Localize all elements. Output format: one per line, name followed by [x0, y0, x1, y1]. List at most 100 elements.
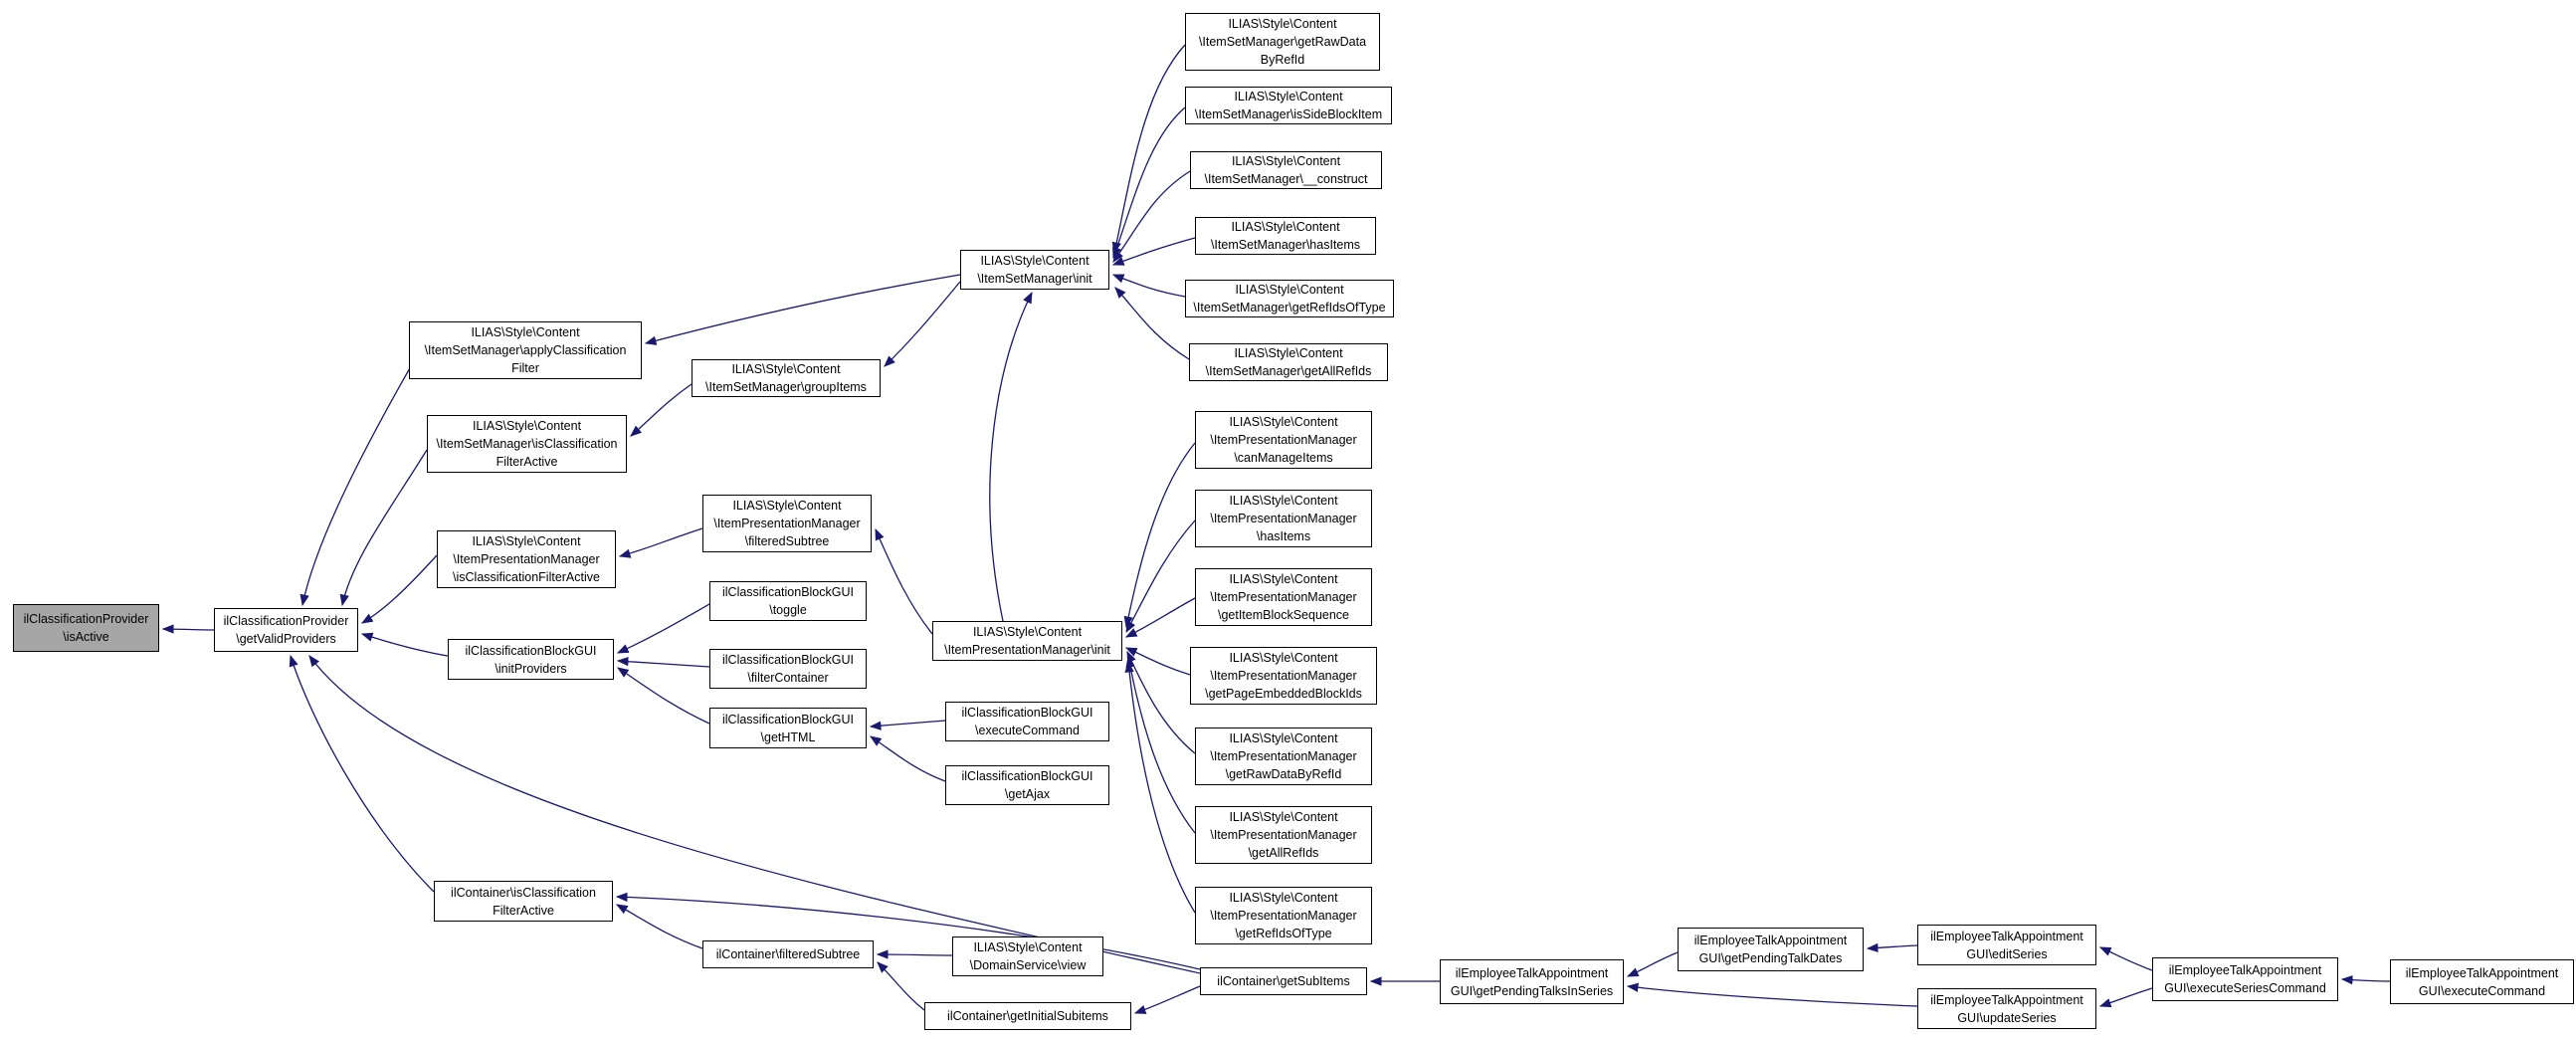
node-label-line: ilEmployeeTalkAppointment [1455, 965, 1609, 980]
node-label-line: Filter [511, 361, 539, 375]
call-edge-ipm-get-page-embedded-block-ids-to-ipm-init [1124, 647, 1191, 676]
node-label-line: ilClassificationBlockGUI [722, 585, 854, 599]
graph-node-ism-get-all-ref-ids[interactable]: ILIAS\Style\Content \ItemSetManager\getAl… [1189, 343, 1388, 381]
call-edge-ism-init-to-ism-group-items [884, 281, 961, 367]
node-label-line: ILIAS\Style\Content [980, 254, 1090, 268]
node-label-line: \hasItems [1256, 529, 1311, 543]
graph-node-ipm-can-manage-items[interactable]: ILIAS\Style\Content\ItemPresentationMana… [1195, 411, 1372, 469]
call-edge-ism-is-side-block-item-to-ism-init [1112, 106, 1186, 260]
node-label-line: \isClassificationFilterActive [453, 570, 600, 584]
graph-node-ism-has-items[interactable]: ILIAS\Style\Content\ItemSetManager\hasIt… [1195, 217, 1376, 255]
node-label-line: GUI\getPendingTalksInSeries [1450, 983, 1614, 998]
graph-node-ism-construct[interactable]: ILIAS\Style\Content\ItemSetManager\__con… [1190, 151, 1382, 189]
graph-node-get-valid-providers[interactable]: ilClassificationProvider\getValidProvide… [214, 608, 358, 652]
graph-node-ipm-has-items[interactable]: ILIAS\Style\Content\ItemPresentationMana… [1195, 490, 1372, 547]
call-edge-ism-apply-classification-filter-to-get-valid-providers [299, 365, 412, 607]
call-edge-ipm-init-to-ism-init [989, 291, 1033, 622]
call-edge-container-get-initial-subitems-to-container-filtered-subtree [877, 961, 925, 1011]
graph-node-container-filtered-subtree[interactable]: ilContainer\filteredSubtree [702, 940, 874, 968]
node-label-line: \ItemSetManager\getRefIdsOfType [1193, 301, 1386, 314]
node-label-line: GUI\getPendingTalkDates [1698, 951, 1843, 965]
node-label-line: \getPageEmbeddedBlockIds [1205, 687, 1362, 701]
node-label-line: ilContainer\getInitialSubitems [947, 1009, 1108, 1023]
node-label-line: ILIAS\Style\Content [472, 534, 581, 548]
graph-node-blockgui-toggle[interactable]: ilClassificationBlockGUI \toggle [709, 581, 867, 621]
node-label-line: \toggle [769, 603, 807, 617]
node-label-line: \isActive [63, 630, 109, 644]
node-label-line: \ItemPresentationManager [1210, 828, 1357, 842]
graph-node-ipm-get-ref-ids-of-type[interactable]: ILIAS\Style\Content \ItemPresentationMana… [1195, 887, 1372, 944]
call-edge-ism-construct-to-ism-init [1112, 170, 1191, 263]
call-edge-blockgui-init-providers-to-get-valid-providers [360, 632, 449, 657]
graph-node-blockgui-init-providers[interactable]: ilClassificationBlockGUI\initProviders [448, 639, 614, 680]
node-label-line: GUI\editSeries [1966, 946, 2048, 961]
graph-node-blockgui-execute-command[interactable]: ilClassificationBlockGUI\executeCommand [945, 702, 1109, 741]
node-label-line: ILIAS\Style\Content [1234, 90, 1343, 104]
call-edge-container-filtered-subtree-to-container-is-classification-filter-active [615, 904, 703, 949]
node-label-line: \getRefIdsOfType [1235, 927, 1332, 940]
node-label-line: \ItemSetManager\getAllRefIds [1205, 364, 1372, 378]
node-label-line: \ItemPresentationManager [1210, 909, 1357, 923]
graph-node-container-get-initial-subitems[interactable]: ilContainer\getInitialSubitems [924, 1002, 1131, 1030]
graph-node-ism-is-classification-filter-active[interactable]: ILIAS\Style\Content\ItemSetManager\isCla… [427, 415, 627, 473]
node-label-line: \getHTML [760, 729, 816, 744]
node-label-line: \initProviders [495, 661, 567, 676]
node-label-line: ILIAS\Style\Content [1234, 346, 1343, 360]
graph-node-ism-apply-classification-filter[interactable]: ILIAS\Style\Content\ItemSetManager\apply… [409, 321, 642, 379]
call-edge-eta-update-series-to-eta-get-pending-talks-in-series [1626, 982, 1918, 1007]
edge-group [161, 44, 2391, 1014]
graph-node-ism-get-raw-data-by-ref-id[interactable]: ILIAS\Style\Content\ItemSetManager\getRa… [1185, 13, 1380, 71]
graph-node-blockgui-get-ajax[interactable]: ilClassificationBlockGUI\getAjax [945, 765, 1109, 805]
graph-node-ipm-init[interactable]: ILIAS\Style\Content\ItemPresentationMana… [932, 621, 1122, 661]
graph-node-ipm-filtered-subtree[interactable]: ILIAS\Style\Content\ItemPresentationMana… [702, 495, 872, 552]
call-edge-ipm-get-ref-ids-of-type-to-ipm-init [1124, 660, 1196, 914]
graph-node-ism-get-ref-ids-of-type[interactable]: ILIAS\Style\Content \ItemSetManager\getRe… [1185, 280, 1394, 317]
graph-node-container-get-sub-items[interactable]: ilContainer\getSubItems [1200, 967, 1367, 995]
node-label-line: ILIAS\Style\Content [1229, 810, 1338, 824]
call-edge-ipm-get-item-block-sequence-to-ipm-init [1124, 597, 1196, 638]
node-label-line: \getRawDataByRefId [1225, 767, 1342, 781]
node-label-line: ilClassificationBlockGUI [722, 712, 854, 727]
graph-node-ism-init[interactable]: ILIAS\Style\Content\ItemSetManager\init [960, 250, 1109, 290]
graph-node-ipm-get-item-block-sequence[interactable]: ILIAS\Style\Content\ItemPresentationMana… [1195, 568, 1372, 626]
call-edge-eta-execute-series-command-to-eta-update-series [2098, 987, 2153, 1008]
graph-node-ipm-get-all-ref-ids[interactable]: ILIAS\Style\Content \ItemPresentationMana… [1195, 806, 1372, 864]
node-label-line: ILIAS\Style\Content [1229, 891, 1338, 905]
graph-node-ism-group-items[interactable]: ILIAS\Style\Content\ItemSetManager\group… [692, 359, 881, 397]
call-edge-blockgui-filter-container-to-blockgui-init-providers [616, 656, 710, 668]
call-edge-ism-group-items-to-ism-is-classification-filter-active [630, 383, 693, 437]
call-edge-eta-edit-series-to-eta-get-pending-talk-dates [1866, 942, 1918, 953]
node-label-line: \filteredSubtree [744, 534, 830, 548]
call-edge-container-get-sub-items-to-container-is-classification-filter-active [615, 892, 1201, 970]
call-edge-container-get-sub-items-to-container-get-initial-subitems [1133, 985, 1201, 1014]
graph-node-ism-is-side-block-item[interactable]: ILIAS\Style\Content\ItemSetManager\isSid… [1185, 87, 1392, 124]
graph-node-domain-service-view[interactable]: ILIAS\Style\Content\DomainService\view [952, 936, 1103, 976]
call-edge-ipm-can-manage-items-to-ipm-init [1123, 442, 1196, 629]
call-edge-ism-has-items-to-ism-init [1111, 237, 1196, 266]
graph-node-ipm-get-page-embedded-block-ids[interactable]: ILIAS\Style\Content\ItemPresentationMana… [1190, 647, 1377, 705]
graph-node-blockgui-filter-container[interactable]: ilClassificationBlockGUI\filterContainer [709, 649, 867, 689]
node-label-line: \ItemPresentationManager [453, 552, 600, 566]
node-label-line: ILIAS\Style\Content [1229, 494, 1338, 508]
graph-node-ipm-is-classification-filter-active[interactable]: ILIAS\Style\Content \ItemPresentationMana… [437, 530, 616, 588]
node-label-line: ILIAS\Style\Content [1235, 283, 1344, 297]
node-label-line: \canManageItems [1234, 451, 1333, 465]
call-edge-get-valid-providers-to-is-active [161, 624, 215, 634]
graph-node-ipm-get-raw-data-by-ref-id[interactable]: ILIAS\Style\Content\ItemPresentationMana… [1195, 728, 1372, 785]
node-label-line: FilterActive [493, 903, 554, 918]
node-label-line: \ItemSetManager\__construct [1204, 172, 1368, 186]
node-label-line: ilClassificationProvider [23, 612, 149, 626]
node-label-line: \ItemSetManager\applyClassification [424, 343, 627, 357]
node-label-line: ILIAS\Style\Content [973, 940, 1083, 954]
graph-node-blockgui-get-html[interactable]: ilClassificationBlockGUI \getHTML [709, 708, 867, 748]
node-label-line: \ItemPresentationManager [1210, 433, 1357, 447]
node-label-line: ilEmployeeTalkAppointment [2405, 965, 2559, 980]
call-edge-ism-get-raw-data-by-ref-id-to-ism-init [1111, 44, 1186, 255]
